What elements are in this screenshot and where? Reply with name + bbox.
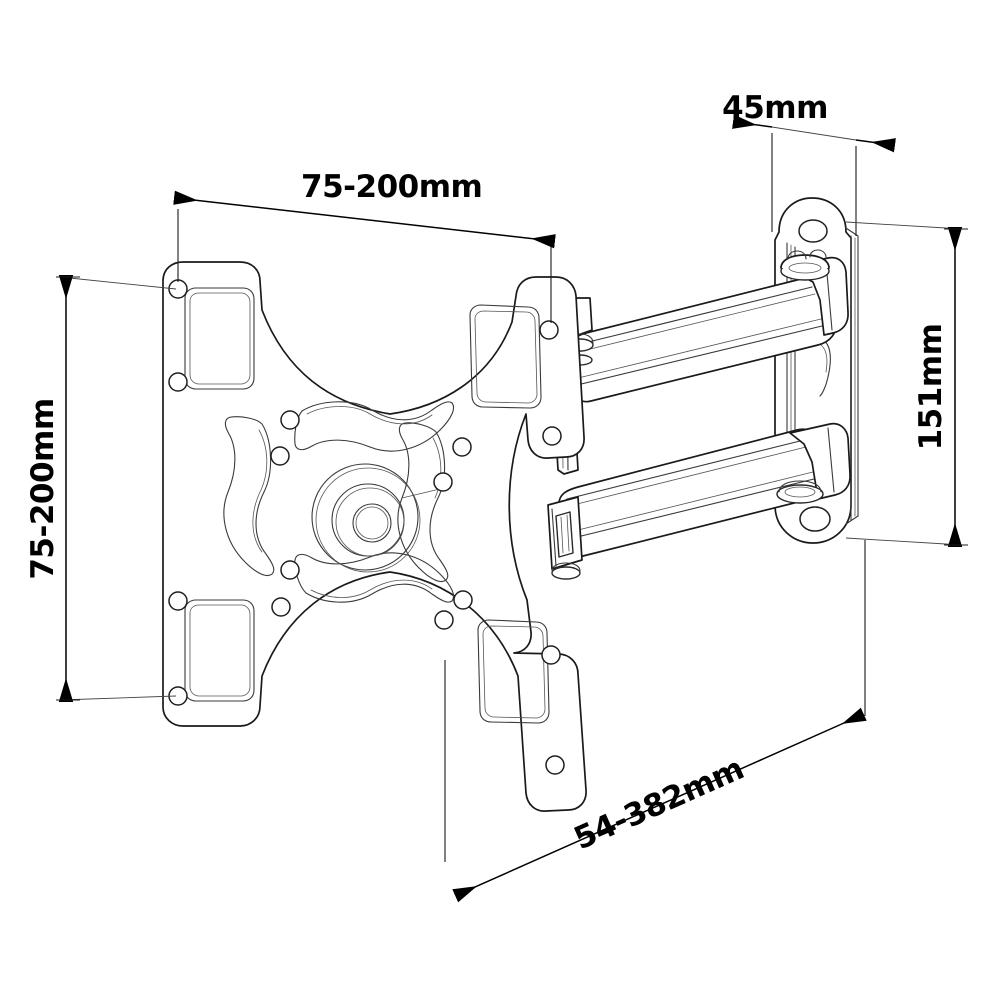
dimension-wallplate-width: 45mm bbox=[722, 90, 896, 236]
vesa-hole-tl-lower bbox=[168, 372, 188, 392]
vesa-hole-tr-outer bbox=[539, 320, 559, 340]
plate-hole-left-a bbox=[270, 446, 290, 466]
vesa-hole-br-outer bbox=[545, 755, 565, 775]
dimension-label-wallplate-width: 45mm bbox=[722, 90, 828, 126]
product-geometry bbox=[162, 197, 859, 812]
vesa-hole-bl-upper bbox=[168, 591, 188, 611]
vesa-plate bbox=[162, 261, 587, 812]
lower-pivot-knob bbox=[776, 484, 824, 504]
plate-hole-left-b bbox=[271, 597, 291, 617]
dimension-wallplate-height: 151mm bbox=[845, 221, 968, 547]
plate-hole-right-d bbox=[434, 610, 454, 630]
lower-arm bbox=[558, 428, 830, 558]
plate-spoke-cutouts bbox=[223, 401, 455, 603]
vesa-pad-bottom-left bbox=[168, 591, 255, 706]
tilt-knob bbox=[780, 249, 830, 281]
wall-pivot-brackets bbox=[776, 249, 851, 504]
plate-hole-right-c bbox=[453, 590, 473, 610]
slider-foot bbox=[551, 566, 581, 580]
dimension-vesa-horizontal: 75-200mm bbox=[173, 169, 556, 323]
wall-plate-lower-hole bbox=[799, 506, 831, 532]
center-hub bbox=[311, 463, 421, 573]
vesa-hole-br-upper bbox=[541, 645, 561, 665]
dimension-label-vesa-vertical: 75-200mm bbox=[25, 398, 61, 579]
vesa-pad-top-right bbox=[469, 304, 562, 446]
plate-hole-right-b bbox=[433, 472, 453, 492]
plate-hole-lower-left bbox=[280, 560, 300, 580]
dimension-vesa-vertical: 75-200mm bbox=[25, 275, 177, 702]
wall-plate-upper-hole bbox=[798, 219, 828, 243]
slider-block bbox=[547, 496, 583, 580]
vesa-hole-tr-lower bbox=[542, 426, 562, 446]
plate-hole-upper-left bbox=[280, 410, 300, 430]
dimension-label-wallplate-height: 151mm bbox=[913, 324, 949, 451]
dimension-label-vesa-horizontal: 75-200mm bbox=[301, 169, 482, 205]
plate-hole-right-a bbox=[452, 437, 472, 457]
